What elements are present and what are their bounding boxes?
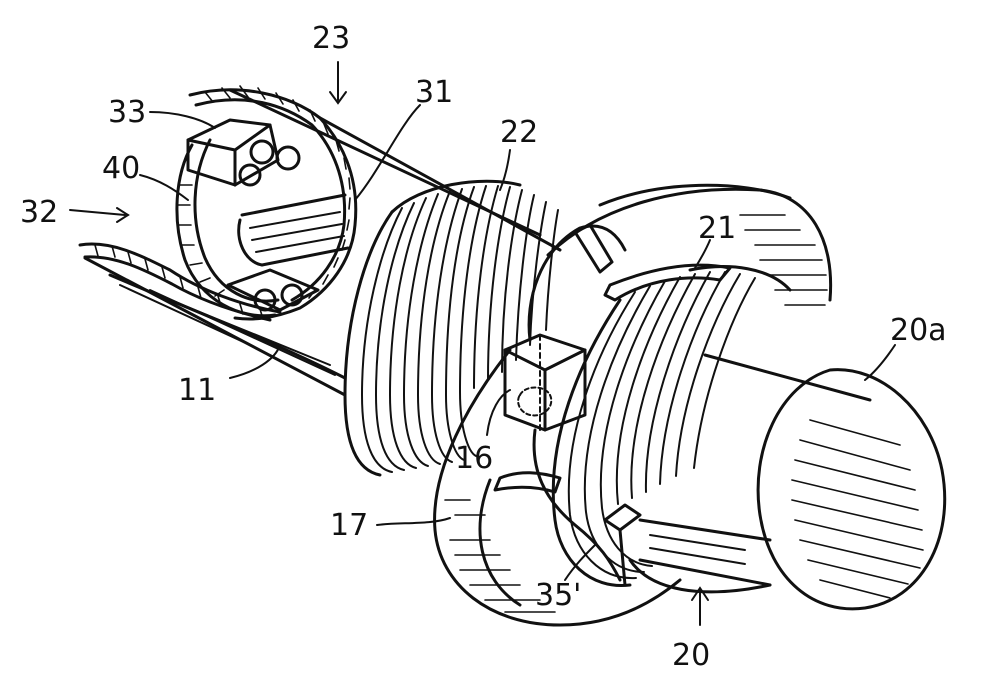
label-21: 21 [698, 211, 736, 246]
label-17: 17 [330, 508, 368, 543]
label-11: 11 [178, 373, 216, 408]
label-20: 20 [672, 638, 710, 673]
label-33: 33 [108, 95, 146, 130]
label-16: 16 [455, 441, 493, 476]
label-40: 40 [102, 151, 140, 186]
label-35-prime: 35' [535, 578, 581, 613]
label-31: 31 [415, 75, 453, 110]
reference-labels: 23 31 33 22 40 32 21 20a 11 16 17 35' 20 [20, 21, 947, 673]
label-22: 22 [500, 115, 538, 150]
label-20a: 20a [890, 313, 947, 348]
cylinder-core [630, 355, 945, 609]
label-23: 23 [312, 21, 350, 56]
flange-disc [435, 185, 831, 625]
inner-ring-assembly [177, 120, 348, 316]
label-32: 32 [20, 195, 58, 230]
main-coil [345, 181, 558, 475]
